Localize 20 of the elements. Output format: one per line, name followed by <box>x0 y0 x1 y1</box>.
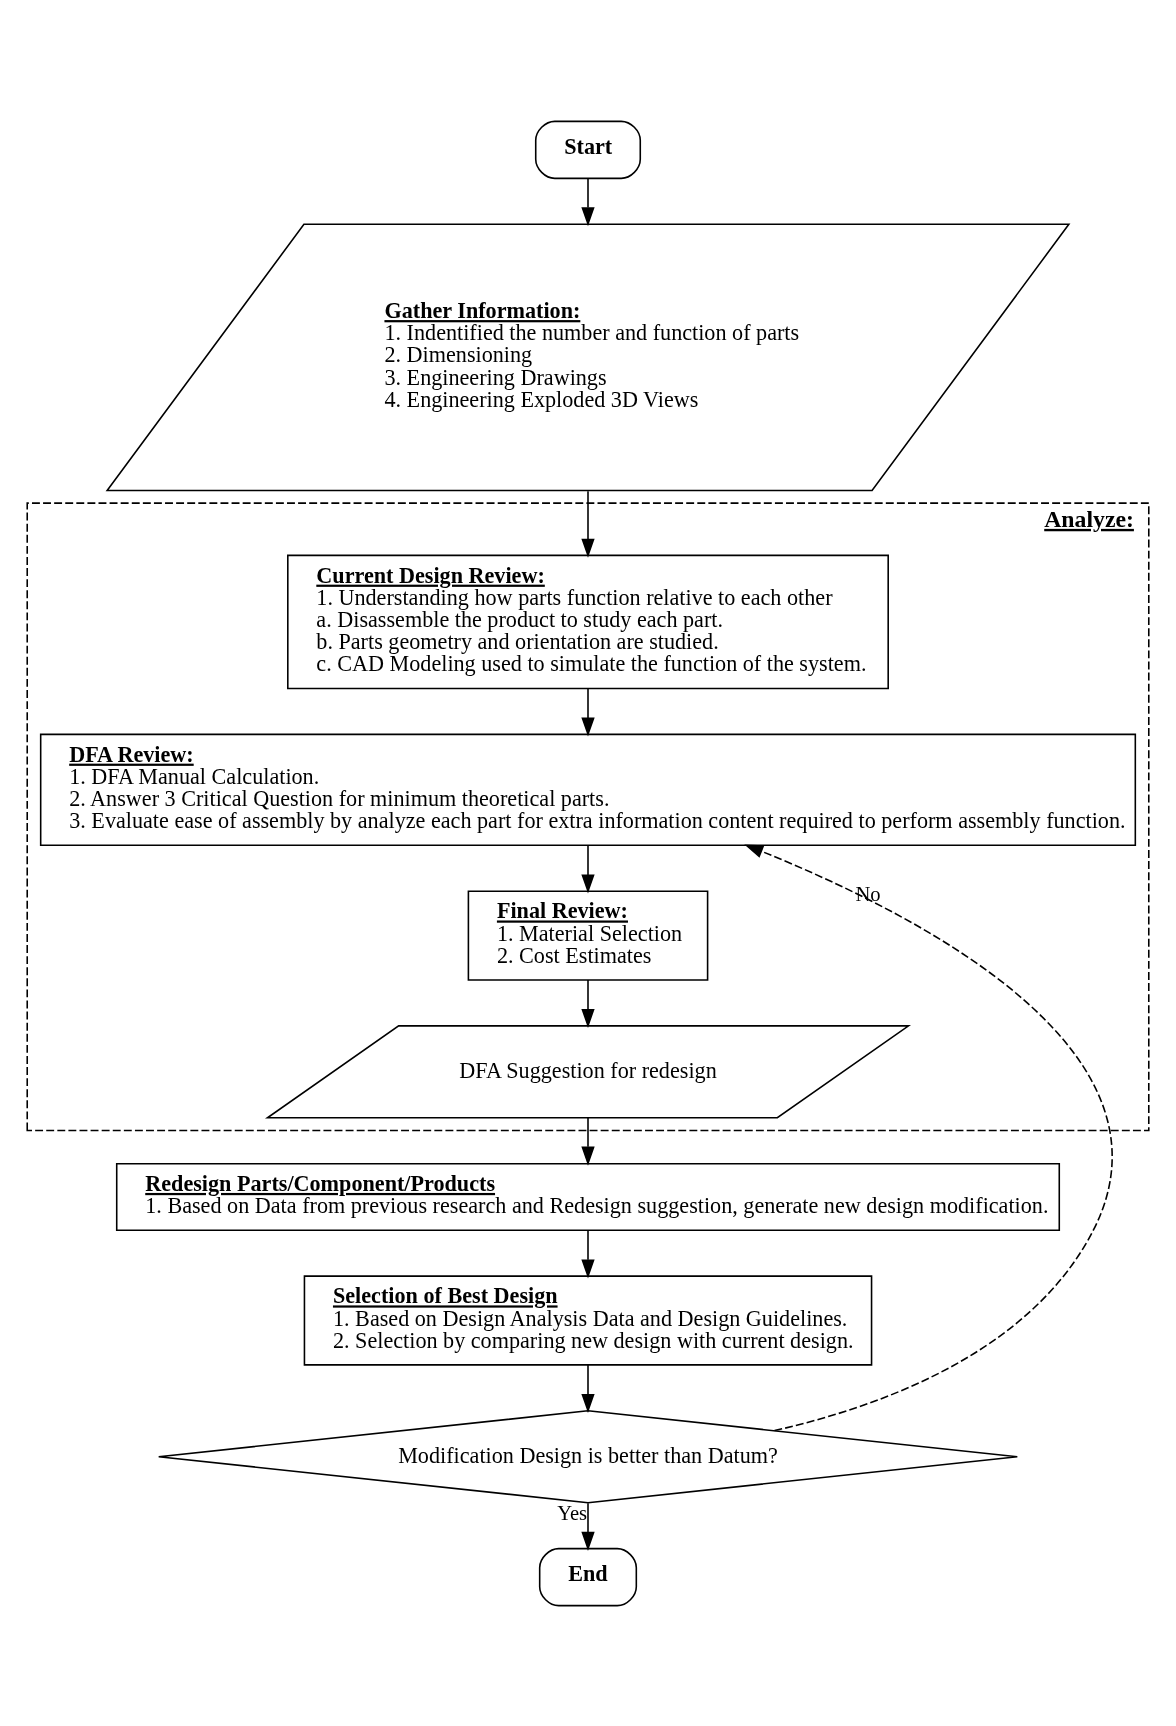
node-box: Selection of Best Design 1. Based on Design Analysis Data and Design Guidelines. 2. Selection by comparing new design with current design. <box>303 1274 873 1366</box>
arrow <box>744 843 1113 1431</box>
edge-label: Yes <box>557 1501 588 1524</box>
node-diamond: Modification Design is better than Datum? <box>157 1409 1019 1503</box>
arrow <box>581 489 595 558</box>
node-box: DFA Review: 1. DFA Manual Calculation. 2. Answer 3 Critical Question for minimum theoretical parts. 3. Evaluate ease of assembly by analyze each part for extra information content required to perform assembly function. <box>39 733 1137 846</box>
arrow <box>581 1502 595 1551</box>
node-box: Current Design Review: 1. Understanding how parts function relative to each other a. Disassemble the product to study each part. b. Parts geometry and orientation are studied. c. CAD Modeling used to simulate the function of the system. <box>287 554 889 689</box>
arrow <box>581 1116 595 1166</box>
node-box: Final Review: 1. Material Selection 2. Cost Estimates <box>467 889 709 981</box>
node-box: Start <box>534 120 642 179</box>
arrow <box>581 1363 595 1413</box>
arrow <box>581 1229 595 1279</box>
arrow <box>581 177 595 226</box>
node-box: End <box>538 1547 638 1606</box>
node-box: Redesign Parts/Component/Products 1. Based on Data from previous research and Redesign suggestion, generate new design modification. <box>115 1162 1061 1231</box>
edge-label: No <box>855 882 881 905</box>
arrow <box>581 978 595 1028</box>
arrow <box>581 687 595 737</box>
arrow <box>581 844 595 894</box>
